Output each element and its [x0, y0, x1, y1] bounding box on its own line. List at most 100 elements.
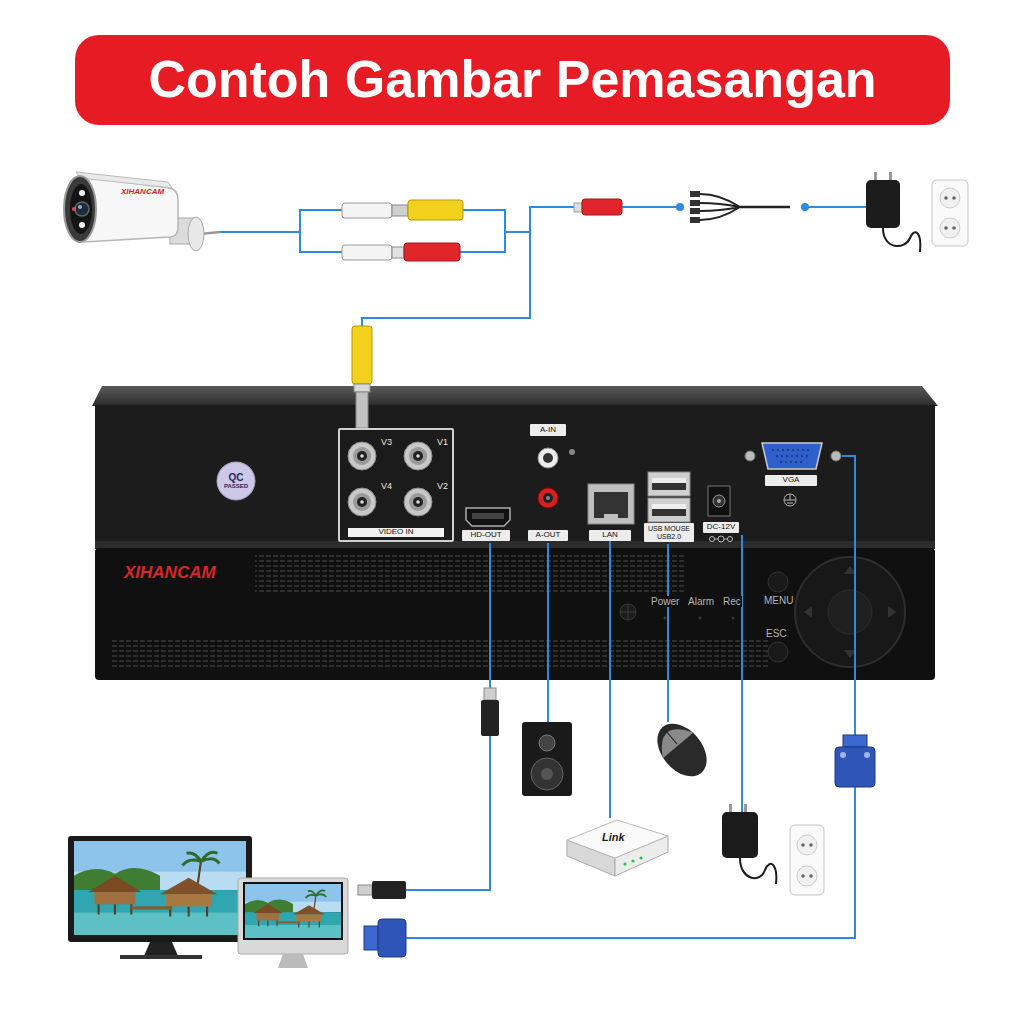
camera-cable-plugs — [342, 203, 392, 218]
camera-cable-plugs — [700, 194, 740, 220]
speaker — [541, 768, 553, 780]
video-input-bnc — [348, 442, 376, 470]
rear-ports — [466, 443, 841, 542]
router-drawing — [623, 862, 626, 865]
camera-cable-plugs — [404, 243, 460, 261]
video-input-bnc — [340, 430, 452, 540]
hdmi-plug — [358, 885, 372, 895]
brand-text: XIHANCAM — [120, 188, 165, 197]
dvr-chassis — [768, 572, 788, 592]
output-wires — [405, 456, 855, 938]
video-input-bnc — [353, 493, 371, 511]
speaker — [531, 758, 563, 790]
camera-cable-plugs — [354, 384, 370, 392]
camera-cable-plugs — [392, 205, 408, 216]
dvr-chassis — [95, 548, 935, 680]
video-input-bnc — [404, 488, 432, 516]
title-text: Contoh Gambar Pemasangan — [148, 51, 876, 108]
port-name: A-OUT — [536, 531, 561, 540]
camera-cable-plugs — [676, 203, 684, 211]
port-name: VIDEO IN — [348, 528, 444, 537]
port-name: V3 — [380, 438, 393, 448]
rear-ports — [538, 448, 558, 468]
port-name: DC-12V — [707, 523, 735, 532]
power-adapter — [797, 835, 817, 855]
rear-ports — [652, 504, 686, 516]
qc-badge: QCPASSED — [216, 461, 256, 501]
bullet-camera-drawing — [70, 184, 92, 234]
rear-ports — [708, 486, 730, 516]
dvr-chassis — [795, 557, 905, 667]
port-name: A-IN — [540, 426, 556, 435]
rear-ports — [652, 504, 686, 509]
badge-circle — [217, 462, 255, 500]
router-drawing — [639, 856, 642, 859]
port-label: USB MOUSEUSB2.0 — [644, 523, 694, 542]
title-banner: Contoh Gambar Pemasangan — [75, 35, 950, 125]
router-drawing — [631, 859, 634, 862]
power-adapter — [801, 843, 805, 847]
camera-cable-plugs — [530, 207, 574, 232]
bullet-camera: XIHANCAM — [50, 158, 220, 273]
camera-cable-plugs — [342, 245, 392, 260]
rear-ports — [543, 493, 553, 503]
power-adapter — [809, 874, 813, 878]
mouse — [647, 714, 716, 786]
vga-plug — [364, 735, 875, 957]
dvr-chassis — [92, 386, 938, 680]
camera-cable-plugs — [690, 191, 700, 197]
dvr-chassis — [110, 640, 770, 670]
camera-cable-plugs — [690, 217, 700, 223]
rear-ports — [728, 537, 733, 542]
speaker — [539, 735, 555, 751]
mouse — [647, 714, 716, 786]
power-adapter — [729, 804, 732, 813]
output-wires — [667, 544, 669, 722]
bullet-camera-drawing — [188, 217, 204, 251]
panel-text: MENU — [763, 595, 794, 606]
power-adapter — [722, 804, 824, 895]
dvr-chassis — [95, 541, 935, 549]
video-input-bnc — [348, 442, 376, 470]
camera-cable-plugs — [940, 218, 960, 238]
rear-ports — [715, 539, 728, 540]
camera-cable-plugs — [932, 180, 968, 246]
panel-text: Alarm — [687, 596, 715, 607]
video-input-panel: V3V1V4V2VIDEO IN — [338, 428, 454, 542]
port-label: HD-OUT — [462, 530, 510, 541]
port-name: VGA — [783, 476, 800, 485]
hdmi-plug — [481, 700, 499, 736]
rear-ports — [710, 537, 715, 542]
vga-plug — [835, 747, 875, 787]
rear-ports — [466, 508, 510, 526]
cable-connector — [609, 541, 611, 818]
rear-ports — [772, 450, 812, 462]
rear-ports — [538, 488, 558, 508]
vga-plug — [864, 752, 870, 758]
video-input-bnc — [404, 442, 432, 470]
rear-ports — [831, 451, 841, 461]
camera-cable-plugs — [392, 247, 404, 258]
output-wires — [405, 456, 855, 938]
camera-cable-plugs — [952, 226, 956, 230]
brand-text: Link — [601, 831, 626, 843]
hdmi-plug — [372, 881, 406, 899]
dvr-chassis — [699, 617, 702, 620]
video-input-bnc — [409, 447, 427, 465]
camera-cable-plugs — [944, 196, 948, 200]
dvr-chassis — [92, 386, 938, 406]
vga-plug — [378, 919, 406, 957]
power-adapter — [740, 858, 776, 884]
dvr-chassis — [828, 590, 872, 634]
video-input-bnc — [348, 488, 376, 516]
dvr-chassis — [732, 617, 735, 620]
camera-cable-plugs — [866, 180, 900, 228]
monitors — [245, 884, 341, 938]
panel-text: Power — [650, 596, 680, 607]
power-adapter — [790, 825, 824, 895]
vga-plug — [840, 752, 846, 758]
monitors — [243, 882, 343, 940]
rear-ports — [785, 495, 795, 503]
camera-cable-plugs — [690, 200, 700, 206]
port-label: A-IN — [530, 424, 566, 436]
